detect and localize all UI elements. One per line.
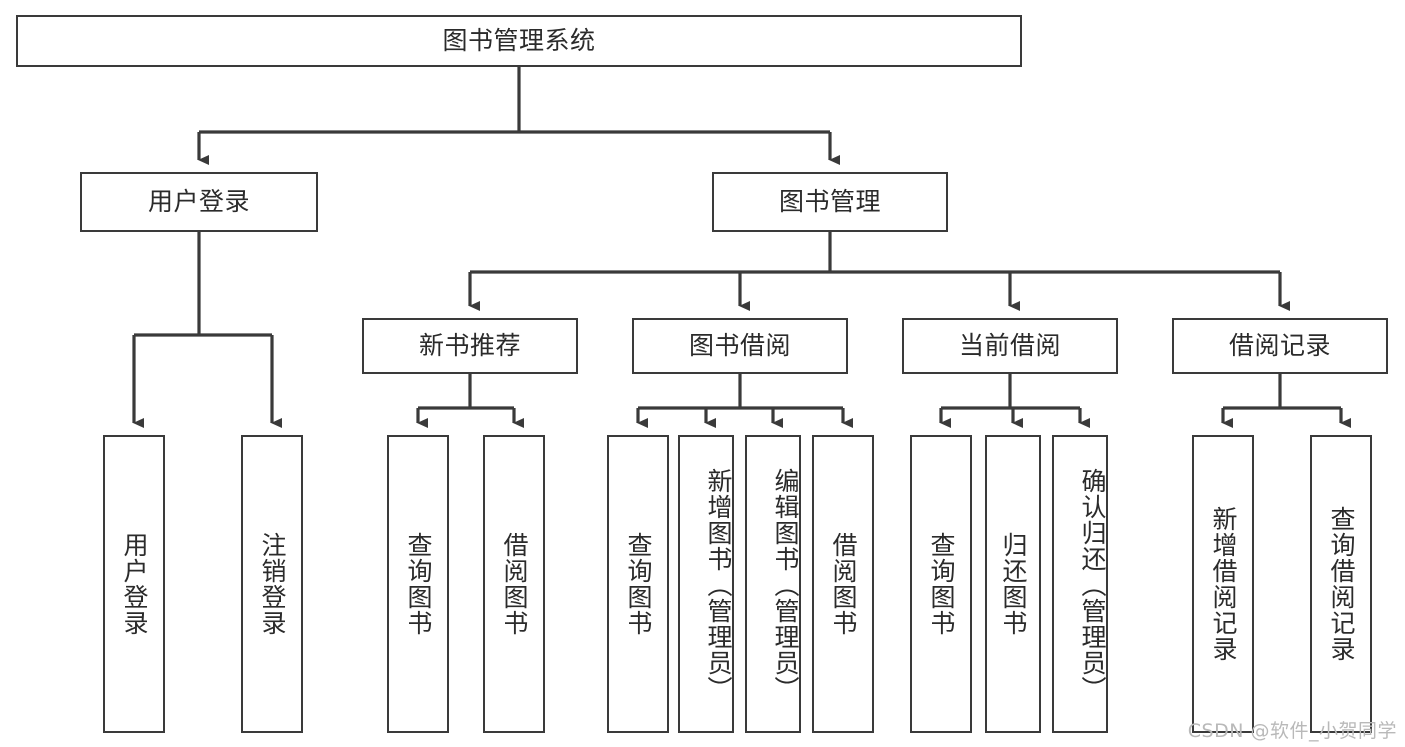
node-level3-2[interactable]: 当前借阅 [902,318,1118,374]
node-leaf-2-label: 查询图书 [404,532,433,636]
node-leaf-12-label: 查询借阅记录 [1327,506,1356,662]
node-leaf-1[interactable]: 注销登录 [241,435,303,733]
node-leaf-7-label: 借阅图书 [829,532,858,636]
node-leaf-6[interactable]: 编辑图书（管理员） [745,435,801,733]
node-leaf-2[interactable]: 查询图书 [387,435,449,733]
node-level3-2-label: 当前借阅 [958,331,1061,361]
node-leaf-3[interactable]: 借阅图书 [483,435,545,733]
node-level3-0[interactable]: 新书推荐 [362,318,578,374]
node-leaf-7[interactable]: 借阅图书 [812,435,874,733]
node-leaf-9[interactable]: 归还图书 [985,435,1041,733]
node-level2-0-label: 用户登录 [147,187,250,217]
node-leaf-8-label: 查询图书 [927,532,956,636]
node-leaf-10[interactable]: 确认归还（管理员） [1052,435,1108,733]
node-level3-3-label: 借阅记录 [1228,331,1331,361]
node-leaf-3-label: 借阅图书 [500,532,529,636]
node-level2-0[interactable]: 用户登录 [80,172,318,232]
node-leaf-5-label: 新增图书（管理员） [704,468,733,702]
node-level2-1[interactable]: 图书管理 [712,172,948,232]
node-level3-1[interactable]: 图书借阅 [632,318,848,374]
node-leaf-1-label: 注销登录 [258,532,287,636]
watermark-credit: CSDN @软件_小贺同学 [1187,720,1397,742]
node-leaf-9-label: 归还图书 [999,532,1028,636]
node-level3-3[interactable]: 借阅记录 [1172,318,1388,374]
node-leaf-11[interactable]: 新增借阅记录 [1192,435,1254,733]
node-leaf-0[interactable]: 用户登录 [103,435,165,733]
node-leaf-0-label: 用户登录 [120,532,149,636]
node-level3-1-label: 图书借阅 [688,331,791,361]
node-level3-0-label: 新书推荐 [418,331,521,361]
node-leaf-10-label: 确认归还（管理员） [1078,468,1107,702]
node-leaf-5[interactable]: 新增图书（管理员） [678,435,734,733]
node-leaf-11-label: 新增借阅记录 [1209,506,1238,662]
node-root-label: 图书管理系统 [442,26,596,56]
node-level2-1-label: 图书管理 [778,187,881,217]
node-leaf-8[interactable]: 查询图书 [910,435,972,733]
node-leaf-12[interactable]: 查询借阅记录 [1310,435,1372,733]
node-leaf-6-label: 编辑图书（管理员） [771,468,800,702]
node-root[interactable]: 图书管理系统 [16,15,1022,67]
node-leaf-4-label: 查询图书 [624,532,653,636]
node-leaf-4[interactable]: 查询图书 [607,435,669,733]
